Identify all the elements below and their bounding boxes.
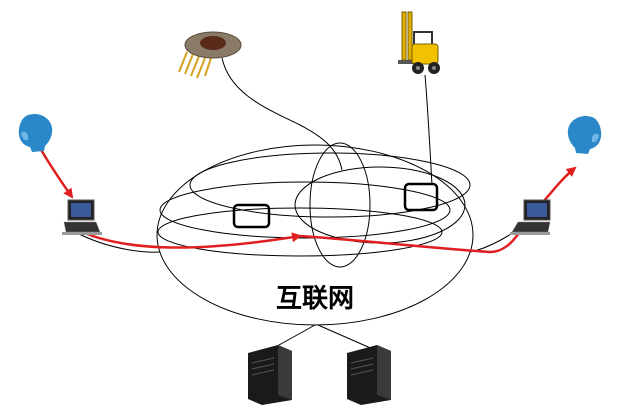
server-tower-left-icon	[248, 345, 292, 405]
laptop-left-link-line	[74, 231, 161, 253]
flow-arrow-laptop-to-head	[539, 166, 577, 206]
server-link-line-right	[317, 324, 376, 351]
flow-arrow-laptop-to-cloud	[81, 230, 302, 249]
ring-middle	[159, 181, 451, 239]
ring-upper	[189, 152, 471, 218]
server-tower-right-icon	[347, 345, 391, 405]
flow-line-through-cloud	[299, 227, 524, 254]
router-box-left	[232, 203, 271, 229]
sensor-link-line	[221, 57, 343, 171]
user-head-right-icon	[567, 115, 602, 154]
internet-label: 互联网	[276, 284, 354, 314]
forklift-icon	[398, 11, 440, 74]
laptop-left-icon	[62, 199, 102, 235]
flow-arrow-head-to-laptop	[38, 147, 74, 199]
user-head-left-icon	[18, 113, 53, 152]
router-box-right	[403, 182, 439, 212]
sensor-chip-icon	[178, 31, 242, 79]
forklift-link-line	[424, 74, 433, 186]
ring-lower	[157, 207, 443, 257]
data-flow-path	[38, 147, 577, 254]
ring-vertical	[309, 142, 371, 268]
laptop-right-icon	[510, 199, 551, 235]
